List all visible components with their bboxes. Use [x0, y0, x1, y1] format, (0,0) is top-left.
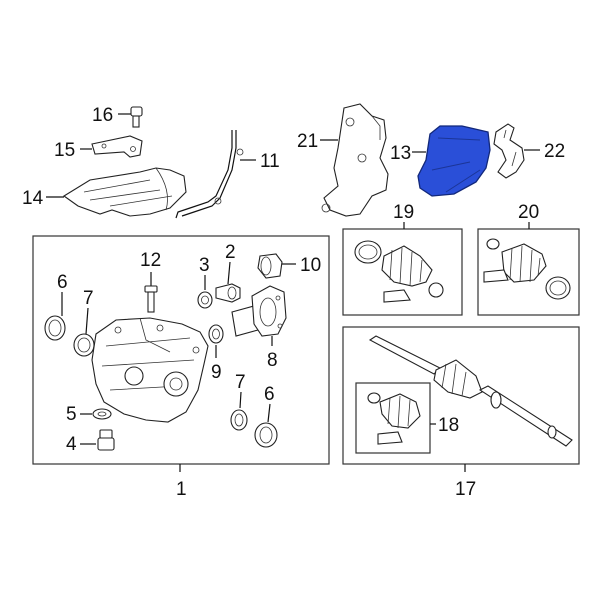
part-6-ring-left [44, 292, 66, 341]
callout-6-left: 6 [57, 272, 68, 293]
callout-7-left: 7 [83, 288, 94, 309]
part-12-bolt [144, 272, 158, 313]
callout-12: 12 [140, 250, 161, 271]
part-18-boot-kit [367, 392, 436, 445]
part-9-ring [208, 324, 224, 358]
callout-5: 5 [66, 404, 77, 425]
part-3-ring [197, 275, 213, 309]
part-7-ring-right [230, 391, 248, 431]
callout-2: 2 [225, 242, 236, 263]
callout-20: 20 [518, 202, 539, 223]
part-6-ring-right [254, 403, 278, 448]
part-19-boot-kit [354, 222, 444, 303]
callout-11: 11 [260, 151, 280, 172]
callout-10: 10 [300, 255, 321, 276]
callout-19: 19 [393, 202, 414, 223]
callout-22: 22 [544, 141, 565, 162]
part-17-half-shaft [368, 335, 573, 472]
callout-14: 14 [22, 188, 44, 209]
callout-8: 8 [267, 350, 278, 371]
part-4-plug [80, 429, 115, 451]
part-1-differential-housing [91, 317, 209, 423]
part-14-heat-shield [46, 167, 187, 217]
part-21-bracket [320, 103, 389, 217]
callout-3: 3 [199, 255, 210, 276]
callout-4: 4 [66, 434, 77, 455]
callout-18: 18 [438, 415, 459, 436]
callout-1: 1 [176, 479, 187, 500]
part-22-bracket [493, 123, 540, 179]
part-10-seal [257, 253, 296, 279]
part-5-washer [80, 408, 112, 420]
part-11-tube [175, 130, 256, 219]
part-13-cover-highlighted [412, 125, 491, 197]
callout-13: 13 [390, 143, 411, 164]
part-2-plug [215, 261, 241, 303]
callout-7-right: 7 [235, 372, 246, 393]
callout-16: 16 [92, 105, 113, 126]
callout-9: 9 [211, 362, 222, 383]
part-16-bolt [118, 106, 143, 128]
callout-15: 15 [54, 140, 75, 161]
callout-17: 17 [455, 479, 476, 500]
part-8-flange [231, 285, 287, 346]
callout-6-right: 6 [264, 384, 275, 405]
part-15-bracket [80, 135, 143, 158]
callout-21: 21 [297, 131, 318, 152]
part-20-boot-kit [483, 222, 571, 300]
